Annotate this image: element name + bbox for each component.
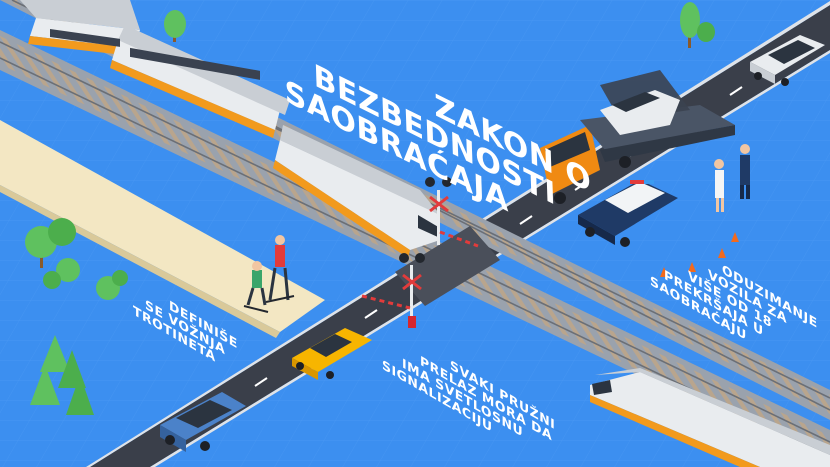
traffic-cones [660, 232, 739, 277]
trees [25, 2, 715, 415]
passenger-train-lower [590, 368, 830, 467]
tree [30, 335, 94, 415]
railway-crossing-signal-right [425, 177, 479, 248]
tow-truck [540, 70, 735, 204]
tree [25, 218, 128, 300]
scooter-lane [0, 120, 325, 332]
yellow-taxi [292, 328, 372, 380]
railway-crossing-signal-left [361, 253, 425, 328]
police-car [578, 180, 678, 247]
blue-suv [160, 392, 246, 452]
scooter-riders [243, 235, 295, 313]
white-car [750, 35, 825, 86]
tree [164, 10, 186, 42]
traffic-officers [714, 144, 750, 212]
tree [680, 2, 715, 48]
passenger-train-upper [20, 0, 440, 258]
